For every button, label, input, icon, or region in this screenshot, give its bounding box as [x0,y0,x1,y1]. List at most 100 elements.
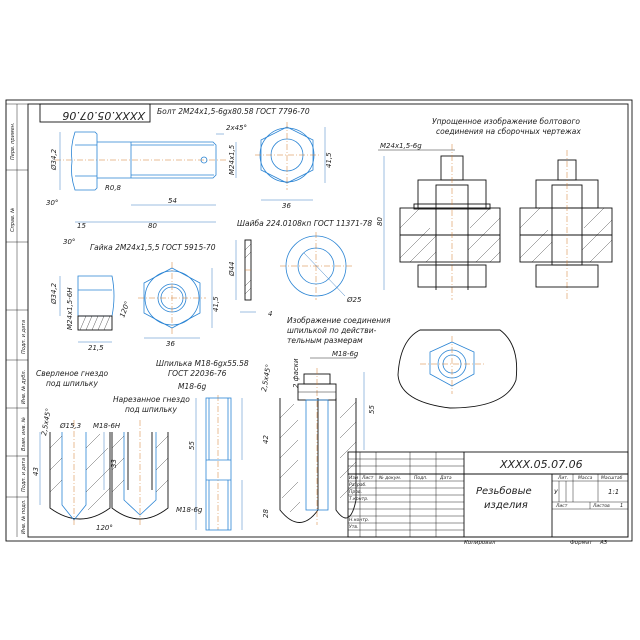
drilled-hole: Сверленое гнездо под шпильку 2,5x45° Ø15… [32,369,113,532]
tb-row-4: Н.контр. [349,517,369,523]
tb-col-0: Изм [349,475,359,481]
stud-note-line2: шпилькой по действи- [287,326,377,335]
stud-dim-chamfer: 2,5x45° [260,364,273,393]
rotated-doc-code: XXXX.05.07.06 [62,109,146,122]
washer-dim-thick: 4 [268,310,272,318]
tb-col-2: № докум. [378,475,401,481]
simplified-title-1: Упрощенное изображение болтового [432,117,580,126]
stud-note-line3: тельным размерам [287,336,363,345]
bolt-dim-angle: 30° [46,199,58,207]
title-block: Изм Лист № докум. Подп. Дата Разраб. Про… [347,451,629,538]
tb-sheet-label: Лист [555,503,568,509]
simplified-title-2: соединения на сборочных чертежах [436,127,581,136]
tb-mass-label: Масса [578,475,593,481]
washer-title: Шайба 224.0108кп ГОСТ 11371-78 [237,219,372,228]
stud-title2: ГОСТ 22036-76 [168,369,227,378]
bolt-dim-ac: 41,5 [325,152,333,168]
tb-lit-value: У [554,489,558,496]
tb-row-2: Т.контр. [349,496,369,502]
bolt-end-view: 36 41,5 [255,122,333,210]
bolt-title: Болт 2M24x1,5-6gx80.58 ГОСТ 7796-70 [157,107,310,116]
tb-name2: изделия [484,500,528,511]
left-strip: Перв. примен. Справ. № Подп. и дата Инв.… [5,100,28,541]
stud-thread-bottom: M18-6g [176,506,203,514]
strip-label-5: Подп. и дата [21,458,27,492]
tb-sheets-value: 1 [620,503,623,509]
bolt-view: Болт 2M24x1,5-6gx80.58 ГОСТ 7796-70 Ø34,… [46,107,310,230]
simplified-thread: M24x1,5-6g [380,142,422,150]
tapped-dim-depth: 33 [110,459,118,468]
simplified-assembly: Упрощенное изображение болтового соедине… [376,117,613,409]
stud-dim-42: 42 [262,435,270,444]
tb-col-3: Подп. [414,475,428,481]
inner-frame [27,103,629,538]
stud-note-line1: Изображение соединения [287,316,391,325]
bolt-dim-radius: R0,8 [105,184,122,192]
strip-label-4: Взам. инв. № [21,417,27,451]
simplified-dim-len: 80 [376,217,384,226]
tb-scale-value: 1:1 [608,488,619,496]
strip-label-2: Подп. и дата [21,320,27,354]
tapped-title1: Нарезанное гнездо [113,395,190,404]
nut-title: Гайка 2M24x1,5,5 ГОСТ 5915-70 [90,243,216,252]
stud-dim-55: 55 [188,441,196,450]
simplified-hatch-right [519,207,613,263]
washer-view: Шайба 224.0108кп ГОСТ 11371-78 Ø44 4 Ø25 [228,219,372,318]
assembly-chamfer: 2 фаски [292,358,300,388]
format-value: А3 [599,540,608,546]
copied-label: Копировал [464,540,496,546]
tb-row-5: Утв. [349,524,358,530]
tb-lit-label: Лит. [557,475,568,481]
tb-col-1: Лист [361,475,374,481]
nut-dim-angle120: 120° [118,300,131,319]
bolt-dim-af: 36 [282,202,291,210]
nut-dim-ac: 41,5 [212,296,220,312]
nut-dim-height: 21,5 [88,344,104,352]
nut-dim-angle: 30° [63,238,75,246]
nut-dim-af: 36 [166,340,175,348]
tb-sheets-label: Листов [592,503,610,509]
tb-row-1: Пров. [349,489,362,495]
washer-dim-dout: Ø44 [228,262,236,277]
strip-label-3: Инв. № дубл. [21,370,27,404]
tb-code: XXXX.05.07.06 [499,458,583,471]
tapped-hole: Нарезанное гнездо под шпильку M18-6H 33 [93,395,190,526]
tb-scale-label: Масштаб [601,475,623,481]
stud-thread: M18-6g [178,382,206,391]
bolt-dim-thread: M24x1,5 [228,144,236,175]
assembly-dim-len: 55 [368,405,376,414]
tb-col-4: Дата [439,475,452,481]
tapped-dim-thread: M18-6H [93,422,121,430]
bolt-dim-dhead: Ø34,2 [50,148,58,171]
drilled-dim-angle: 120° [96,524,113,532]
strip-label-0: Перв. примен. [10,122,16,160]
washer-dim-din: Ø25 [346,296,362,304]
nut-view: Гайка 2M24x1,5,5 ГОСТ 5915-70 30° Ø34,2 … [50,238,220,352]
tapped-title2: под шпильку [125,405,177,414]
stud-note: Изображение соединения шпилькой по дейст… [287,316,391,345]
drilled-title1: Сверленое гнездо [36,369,109,378]
drilled-dim-depth: 43 [32,467,40,476]
stud-view: Шпилька M18-6gx55.58 ГОСТ 22036-76 M18-6… [156,359,273,531]
bolt-dim-headh: 15 [77,222,86,230]
assembly-thread: M18-6g [332,350,359,358]
simplified-hatch-left [399,207,501,263]
stud-assembly: M18-6g 2 фаски 55 [279,350,376,525]
drilled-title2: под шпильку [46,379,98,388]
tb-name1: Резьбовые [476,485,532,497]
bolt-dim-chamfer: 2x45° [226,124,247,132]
drilled-dim-chamfer: 2,5x45° [40,408,53,437]
nut-dim-dhead: Ø34,2 [50,282,58,305]
tb-row-0: Разраб. [349,482,367,488]
stud-title1: Шпилька M18-6gx55.58 [156,359,249,368]
drilled-dim-diam: Ø15,3 [59,422,81,430]
bolt-dim-len-thread: 54 [168,197,177,205]
strip-label-1: Справ. № [10,208,16,232]
format-label: Формат [570,540,593,546]
strip-label-6: Инв. № подл. [21,500,27,535]
bolt-dim-len-total: 80 [148,222,157,230]
rotated-code-box: XXXX.05.07.06 [39,103,151,123]
stud-dim-28: 28 [262,509,270,518]
assembly-hatch [279,401,357,513]
